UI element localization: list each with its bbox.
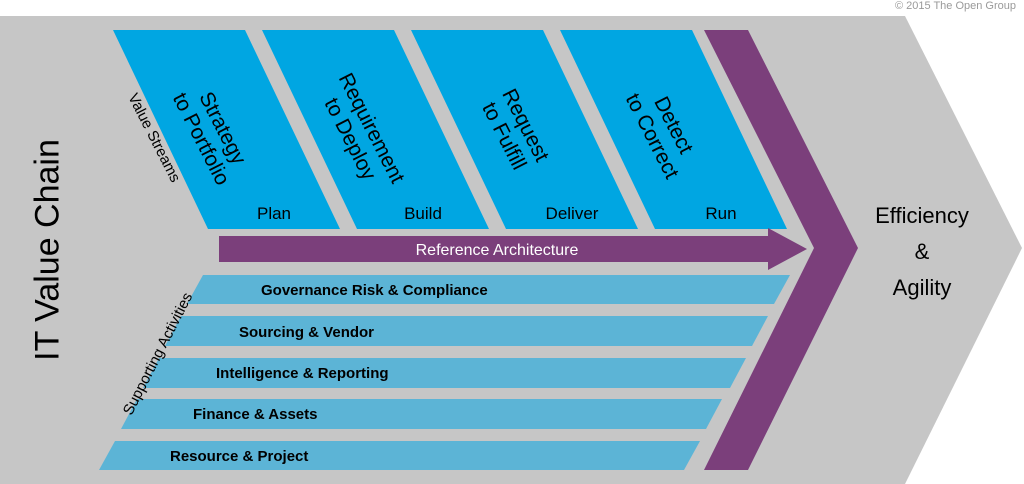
value-stream-box-requirement	[262, 30, 489, 229]
phase-label-deliver: Deliver	[546, 204, 599, 223]
diagram-title: IT Value Chain	[28, 139, 67, 361]
value-stream-box-strategy	[113, 30, 340, 229]
support-label-governance: Governance Risk & Compliance	[261, 282, 488, 299]
support-bar-sourcing	[165, 316, 768, 346]
value-stream-box-detect	[560, 30, 787, 229]
phase-label-run: Run	[705, 204, 736, 223]
support-label-resource: Resource & Project	[170, 448, 308, 465]
support-label-sourcing: Sourcing & Vendor	[239, 324, 374, 341]
support-bar-finance	[121, 399, 722, 429]
outcome-line-3: Agility	[892, 275, 952, 300]
phase-label-build: Build	[404, 204, 442, 223]
outcome-line-1: Efficiency	[875, 203, 969, 228]
support-bar-intelligence	[143, 358, 746, 388]
outcome-line-2: &	[914, 239, 930, 264]
support-label-finance: Finance & Assets	[193, 406, 318, 423]
copyright-text: © 2015 The Open Group	[894, 0, 1016, 12]
value-stream-box-request	[411, 30, 638, 229]
purple-chevron	[704, 30, 858, 470]
reference-architecture-arrow	[219, 228, 807, 270]
phase-label-plan: Plan	[257, 204, 291, 223]
reference-architecture-label: Reference Architecture	[416, 242, 579, 259]
support-bar-resource	[99, 441, 700, 470]
support-label-intelligence: Intelligence & Reporting	[216, 365, 389, 382]
outcome-label: Efficiency & Agility	[875, 198, 969, 306]
support-bar-governance	[187, 275, 790, 304]
